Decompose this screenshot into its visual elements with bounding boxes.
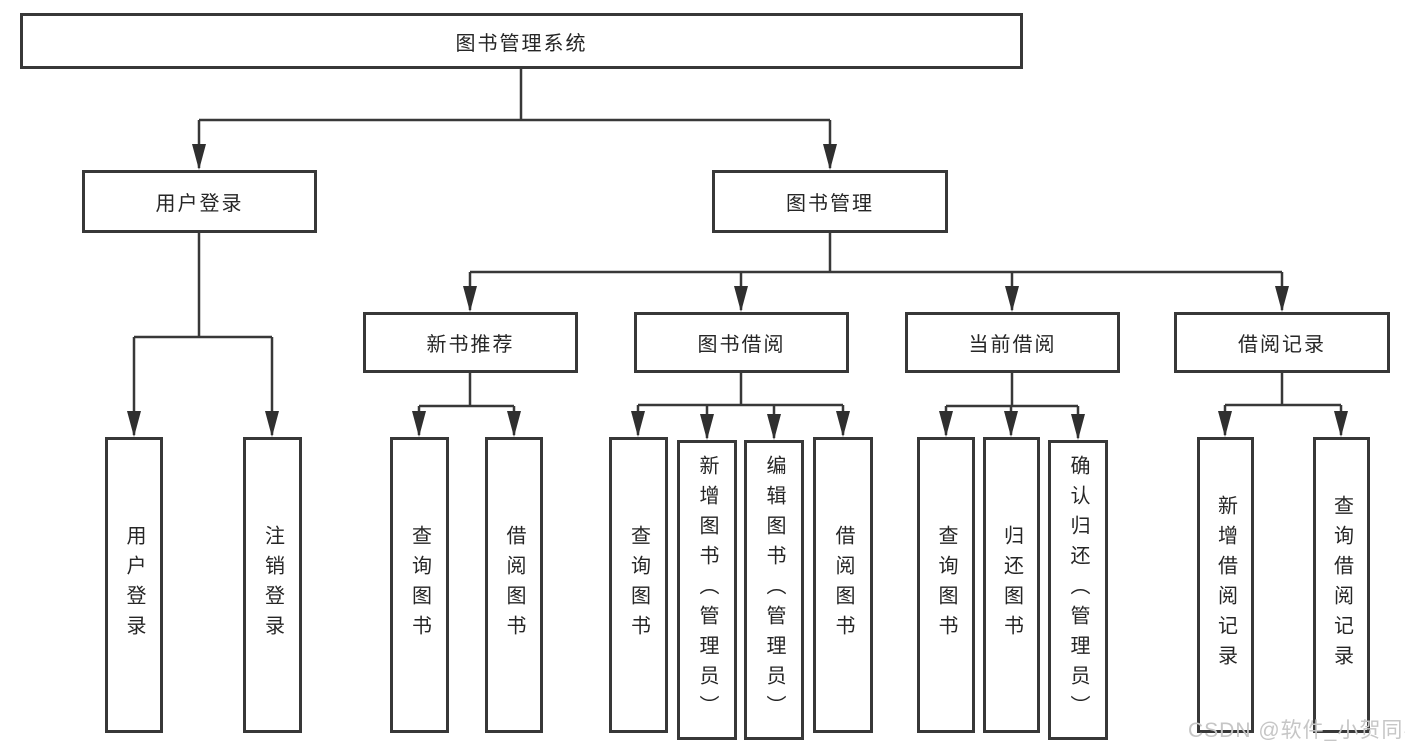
leaf-label: 注销登录 bbox=[261, 525, 284, 645]
leaf-borrow-books: 借阅图书 bbox=[813, 437, 873, 733]
leaf-label: 新增图书（管理员） bbox=[696, 455, 718, 725]
leaf-edit-book-admin: 编辑图书（管理员） bbox=[744, 440, 804, 740]
leaf-borrow-books-newbook: 借阅图书 bbox=[485, 437, 543, 733]
leaf-label: 借阅图书 bbox=[832, 525, 854, 645]
leaf-label: 归还图书 bbox=[1000, 525, 1023, 645]
node-user-login: 用户登录 bbox=[82, 170, 317, 233]
node-library-system: 图书管理系统 bbox=[20, 13, 1023, 69]
node-borrowing-records: 借阅记录 bbox=[1174, 312, 1390, 373]
leaf-confirm-return-admin: 确认归还（管理员） bbox=[1048, 440, 1108, 740]
leaf-label: 查询图书 bbox=[408, 525, 431, 645]
leaf-label: 查询图书 bbox=[627, 525, 650, 645]
leaf-label: 确认归还（管理员） bbox=[1067, 455, 1089, 725]
leaf-label: 用户登录 bbox=[123, 525, 145, 645]
leaf-query-books-current: 查询图书 bbox=[917, 437, 975, 733]
leaf-return-books: 归还图书 bbox=[983, 437, 1040, 733]
leaf-query-books-newbook: 查询图书 bbox=[390, 437, 449, 733]
arrowheads bbox=[127, 144, 1348, 440]
leaf-query-borrow-record: 查询借阅记录 bbox=[1313, 437, 1370, 733]
leaf-add-borrow-record: 新增借阅记录 bbox=[1197, 437, 1254, 733]
leaf-label: 查询借阅记录 bbox=[1330, 495, 1353, 675]
leaf-label: 借阅图书 bbox=[503, 525, 525, 645]
node-new-book-recommend: 新书推荐 bbox=[363, 312, 578, 373]
leaf-user-login: 用户登录 bbox=[105, 437, 163, 733]
leaf-query-books-borrow: 查询图书 bbox=[609, 437, 668, 733]
node-current-borrowing: 当前借阅 bbox=[905, 312, 1120, 373]
leaf-label: 新增借阅记录 bbox=[1214, 495, 1237, 675]
node-book-management: 图书管理 bbox=[712, 170, 948, 233]
leaf-label: 查询图书 bbox=[935, 525, 957, 645]
leaf-logout: 注销登录 bbox=[243, 437, 302, 733]
node-book-borrowing: 图书借阅 bbox=[634, 312, 849, 373]
csdn-watermark: CSDN @软件_小贺同学 bbox=[1188, 719, 1405, 742]
leaf-label: 编辑图书（管理员） bbox=[763, 455, 785, 725]
leaf-add-book-admin: 新增图书（管理员） bbox=[677, 440, 737, 740]
